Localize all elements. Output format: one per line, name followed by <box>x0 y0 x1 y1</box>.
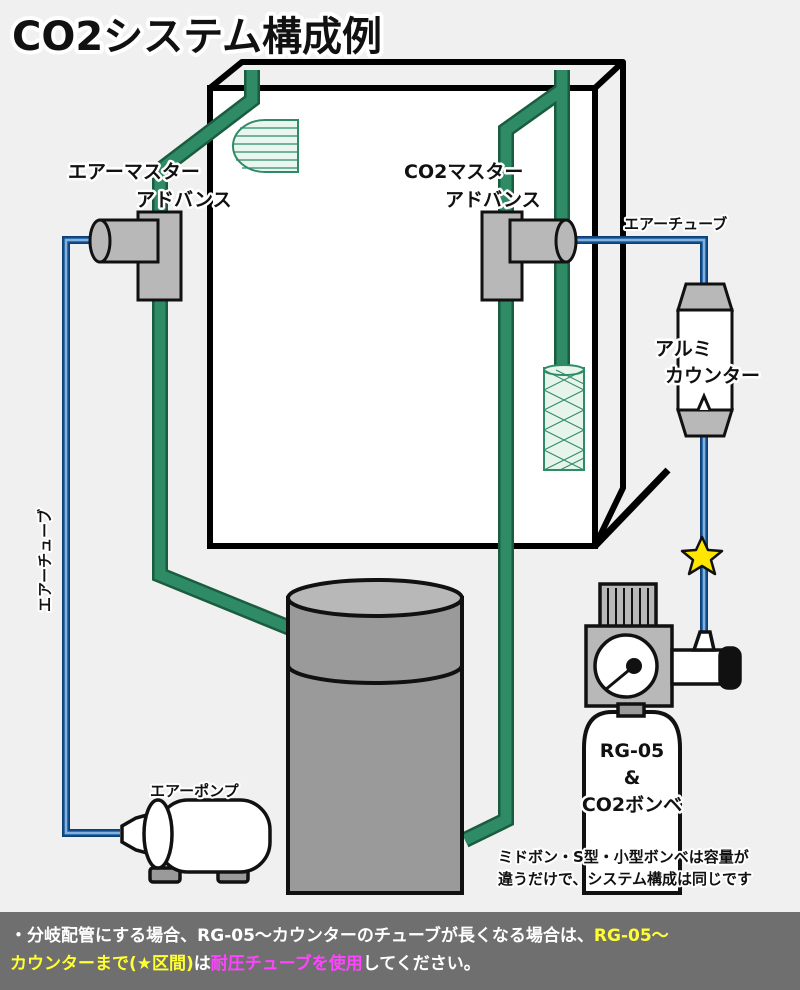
note-line-1: ミドボン・S型・小型ボンベは容量が <box>498 848 750 866</box>
air-master-advance <box>88 210 183 302</box>
filter-canister <box>286 578 464 895</box>
aluminum-counter-label-2: カウンター <box>665 365 760 387</box>
regulator-label-2: & <box>624 767 641 789</box>
co2-master-advance <box>480 210 578 302</box>
regulator-label-3: CO2ボンベ <box>582 794 682 816</box>
aluminum-counter-label-1: アルミ <box>655 338 712 360</box>
shower-outlet <box>232 119 299 173</box>
co2-system-diagram: CO2システム構成例 <box>8 10 763 895</box>
air-pump-label: エアーポンプ <box>150 782 240 800</box>
footer-text-1: ・分岐配管にする場合、RG-05～カウンターのチューブが長くなる場合は、 <box>10 926 594 946</box>
aluminum-counter <box>675 282 735 438</box>
air-tube-label-top: エアーチューブ <box>624 215 727 233</box>
air-tube-label-side: エアーチューブ <box>36 509 54 612</box>
footer-highlight-star-section: カウンターまで(★区間) <box>10 954 194 974</box>
note-line-2: 違うだけで、システム構成は同じです <box>498 870 752 888</box>
co2-master-label-2: アドバンス <box>445 189 541 211</box>
star-icon <box>680 535 724 576</box>
intake-strainer <box>543 364 585 471</box>
gauge-icon <box>593 633 659 699</box>
regulator-label-1: RG-05 <box>600 740 665 762</box>
page-title: CO2システム構成例 <box>12 14 382 60</box>
footer-note: ・分岐配管にする場合、RG-05～カウンターのチューブが長くなる場合は、RG-0… <box>0 912 800 990</box>
footer-highlight-range: RG-05～ <box>593 926 669 946</box>
air-master-label-1: エアーマスター <box>68 161 200 183</box>
co2-cylinder <box>582 710 682 895</box>
air-master-label-2: アドバンス <box>136 189 232 211</box>
air-pump <box>120 798 272 884</box>
air-tubes <box>62 236 708 837</box>
footer-text-2: は <box>193 954 211 974</box>
footer-highlight-pressure-tube: 耐圧チューブを使用 <box>210 954 363 974</box>
co2-master-label-1: CO2マスター <box>404 161 523 183</box>
footer-text-3: してください。 <box>362 954 481 974</box>
